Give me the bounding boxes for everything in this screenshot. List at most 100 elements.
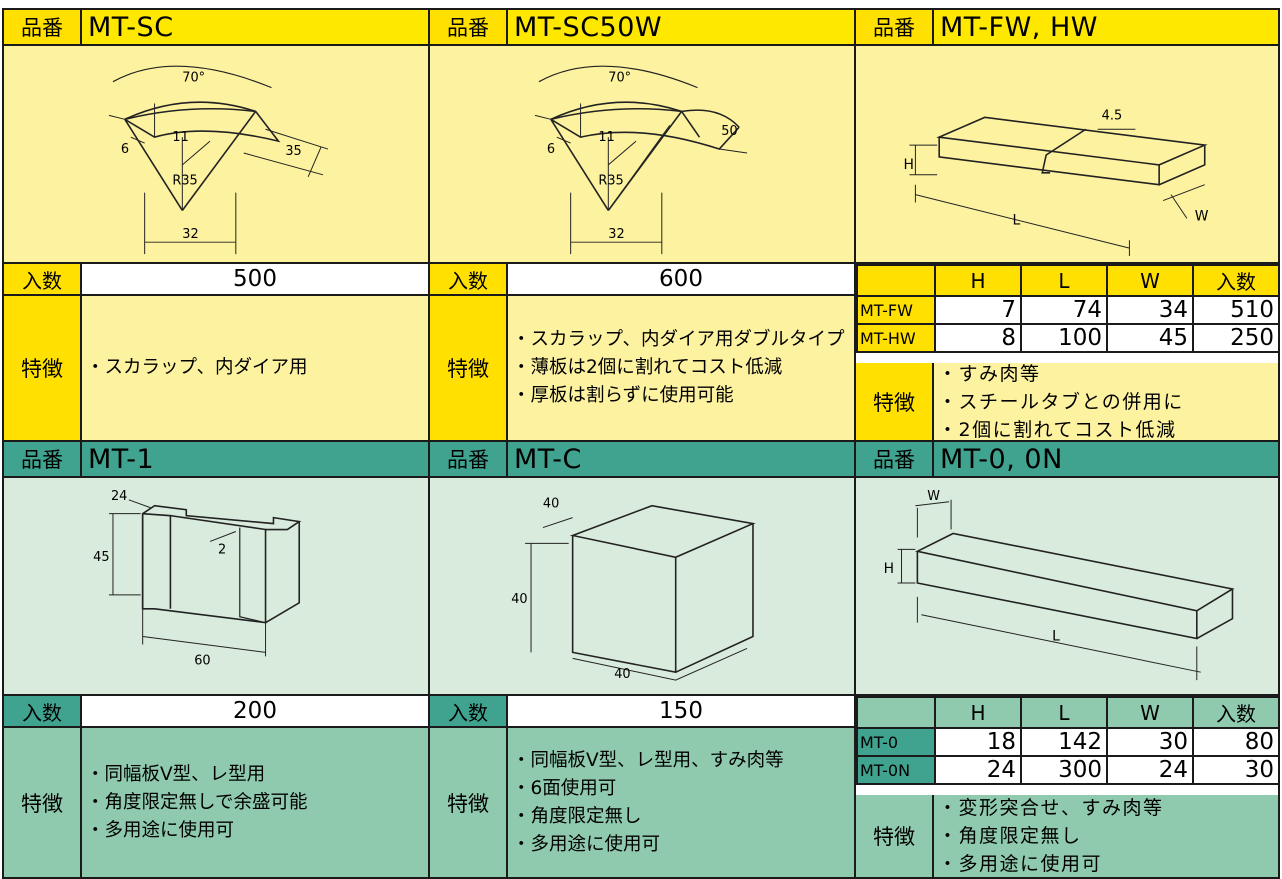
spec-cell: 100 <box>1020 323 1108 353</box>
features-list: ・スカラップ、内ダイア用ダブルタイプ ・薄板は2個に割れてコスト低減 ・厚板は割… <box>508 296 854 440</box>
length-dim-label: 60 <box>194 653 210 668</box>
part-number-label: 品番 <box>430 442 508 476</box>
product-drawing: 70° 6 11 35 R35 32 <box>4 46 428 264</box>
product-drawing: 4.5 H L W <box>856 46 1278 264</box>
product-drawing: 70° 6 11 50 R35 32 <box>430 46 854 264</box>
quantity-label: 入数 <box>4 696 82 726</box>
part-number-label: 品番 <box>4 442 82 476</box>
l-label: L <box>1013 212 1021 228</box>
w-label: W <box>1195 208 1209 224</box>
spec-cell: 7 <box>934 295 1022 325</box>
length-label: 50 <box>721 124 737 139</box>
card-header: 品番 MT-SC50W <box>430 10 854 46</box>
product-drawing: 40 40 40 <box>430 478 854 696</box>
feature-line: ・角度限定無し <box>938 825 1082 847</box>
width-label: 32 <box>182 227 198 242</box>
feature-line: ・角度限定無しで余盛可能 <box>86 791 308 813</box>
feature-line: ・2個に割れてコスト低減 <box>938 418 1177 441</box>
block-groove-drawing: 24 45 2 60 <box>93 489 302 668</box>
features-row: 特徴 ・スカラップ、内ダイア用ダブルタイプ ・薄板は2個に割れてコスト低減 ・厚… <box>430 296 854 440</box>
double-scallop-drawing: 70° 6 11 50 R35 32 <box>534 65 748 255</box>
spec-cell: 30 <box>1106 727 1194 757</box>
product-card-mt-0-0n: 品番 MT-0, 0N W H L H L W 入数 <box>854 440 1280 879</box>
spec-cell: 74 <box>1020 295 1108 325</box>
features-list: ・すみ肉等 ・スチールタブとの併用に ・2個に割れてコスト低減 <box>934 363 1278 440</box>
spec-row-label: MT-0N <box>856 755 936 785</box>
feature-line: ・すみ肉等 <box>938 362 1041 385</box>
features-row: 特徴 ・スカラップ、内ダイア用 <box>4 296 428 440</box>
features-label: 特徴 <box>430 728 508 877</box>
spec-header-cell: L <box>1020 264 1108 297</box>
spec-cell: 510 <box>1192 295 1278 325</box>
top-dim-label: 24 <box>111 489 127 504</box>
product-card-mt-fw-hw: 品番 MT-FW, HW 4.5 H L W H <box>854 8 1280 442</box>
feature-line: ・スカラップ、内ダイア用 <box>86 357 308 378</box>
feature-line: ・6面使用可 <box>512 777 617 799</box>
cube-drawing: 40 40 40 <box>511 497 756 682</box>
spec-header-cell: 入数 <box>1192 264 1278 297</box>
scallop-drawing: 70° 6 11 35 R35 32 <box>108 65 329 255</box>
product-code: MT-SC <box>82 10 428 44</box>
spec-header-cell: H <box>934 264 1022 297</box>
features-label: 特徴 <box>430 296 508 440</box>
features-list: ・同幅板V型、レ型用 ・角度限定無しで余盛可能 ・多用途に使用可 <box>82 728 428 877</box>
spec-cell: 250 <box>1192 323 1278 353</box>
w-label: W <box>927 489 940 504</box>
feature-line: ・多用途に使用可 <box>86 819 235 841</box>
spec-table: H L W 入数 MT-0 18 142 30 80 MT-0N 24 300 … <box>856 696 1278 785</box>
l-label: L <box>1052 628 1060 644</box>
features-label: 特徴 <box>4 728 82 877</box>
radius-label: R35 <box>172 174 197 189</box>
quantity-value: 600 <box>508 264 854 294</box>
spec-cell: 142 <box>1020 727 1108 757</box>
card-header: 品番 MT-SC <box>4 10 428 46</box>
feature-line: ・角度限定無し <box>512 805 642 827</box>
quantity-label: 入数 <box>430 264 508 294</box>
features-label: 特徴 <box>4 296 82 440</box>
part-number-label: 品番 <box>430 10 508 44</box>
card-header: 品番 MT-FW, HW <box>856 10 1278 46</box>
spec-table: H L W 入数 MT-FW 7 74 34 510 MT-HW 8 100 4… <box>856 264 1278 353</box>
h-label: H <box>884 561 894 577</box>
product-card-mt-1: 品番 MT-1 24 45 2 60 入数 200 特徴 <box>2 440 430 879</box>
height-label: 11 <box>598 130 614 145</box>
spec-cell: 30 <box>1192 755 1278 785</box>
product-card-mt-c: 品番 MT-C 40 40 40 入数 150 特徴 ・同幅板V型、レ型用、すみ… <box>428 440 856 879</box>
product-drawing: W H L <box>856 478 1278 696</box>
spec-header-cell: L <box>1020 696 1108 729</box>
spec-row: MT-FW 7 74 34 510 <box>856 295 1278 325</box>
features-row: 特徴 ・変形突合せ、すみ肉等 ・角度限定無し ・多用途に使用可 <box>856 795 1278 877</box>
spec-cell: 8 <box>934 323 1022 353</box>
quantity-row: 入数 150 <box>430 696 854 728</box>
spec-header-cell: W <box>1106 696 1194 729</box>
feature-line: ・厚板は割らずに使用可能 <box>512 385 734 406</box>
feature-line: ・多用途に使用可 <box>512 833 661 855</box>
radius-label: R35 <box>598 174 623 189</box>
spec-cell: 300 <box>1020 755 1108 785</box>
spec-header-cell: H <box>934 696 1022 729</box>
feature-line: ・スチールタブとの併用に <box>938 390 1184 413</box>
spec-cell: 24 <box>934 755 1022 785</box>
spec-row: MT-0N 24 300 24 30 <box>856 755 1278 785</box>
features-label: 特徴 <box>856 363 934 440</box>
feature-line: ・薄板は2個に割れてコスト低減 <box>512 357 783 378</box>
product-card-mt-sc: 品番 MT-SC 70° 6 11 35 R35 32 <box>2 8 430 442</box>
spec-cell: 45 <box>1106 323 1194 353</box>
spec-header-row: H L W 入数 <box>856 696 1278 729</box>
feature-line: ・同幅板V型、レ型用 <box>86 763 266 785</box>
quantity-row: 入数 500 <box>4 264 428 296</box>
card-header: 品番 MT-C <box>430 442 854 478</box>
product-code: MT-FW, HW <box>934 10 1278 44</box>
spec-header-cell <box>856 264 936 297</box>
feature-line: ・変形突合せ、すみ肉等 <box>938 797 1164 819</box>
quantity-row: 入数 600 <box>430 264 854 296</box>
angle-label: 70° <box>608 71 631 86</box>
spec-cell: 34 <box>1106 295 1194 325</box>
spec-cell: 24 <box>1106 755 1194 785</box>
spec-row: MT-HW 8 100 45 250 <box>856 323 1278 353</box>
height-dim-label: 45 <box>93 550 109 565</box>
quantity-value: 150 <box>508 696 854 726</box>
spec-header-row: H L W 入数 <box>856 264 1278 297</box>
product-code: MT-SC50W <box>508 10 854 44</box>
feature-line: ・多用途に使用可 <box>938 853 1103 875</box>
